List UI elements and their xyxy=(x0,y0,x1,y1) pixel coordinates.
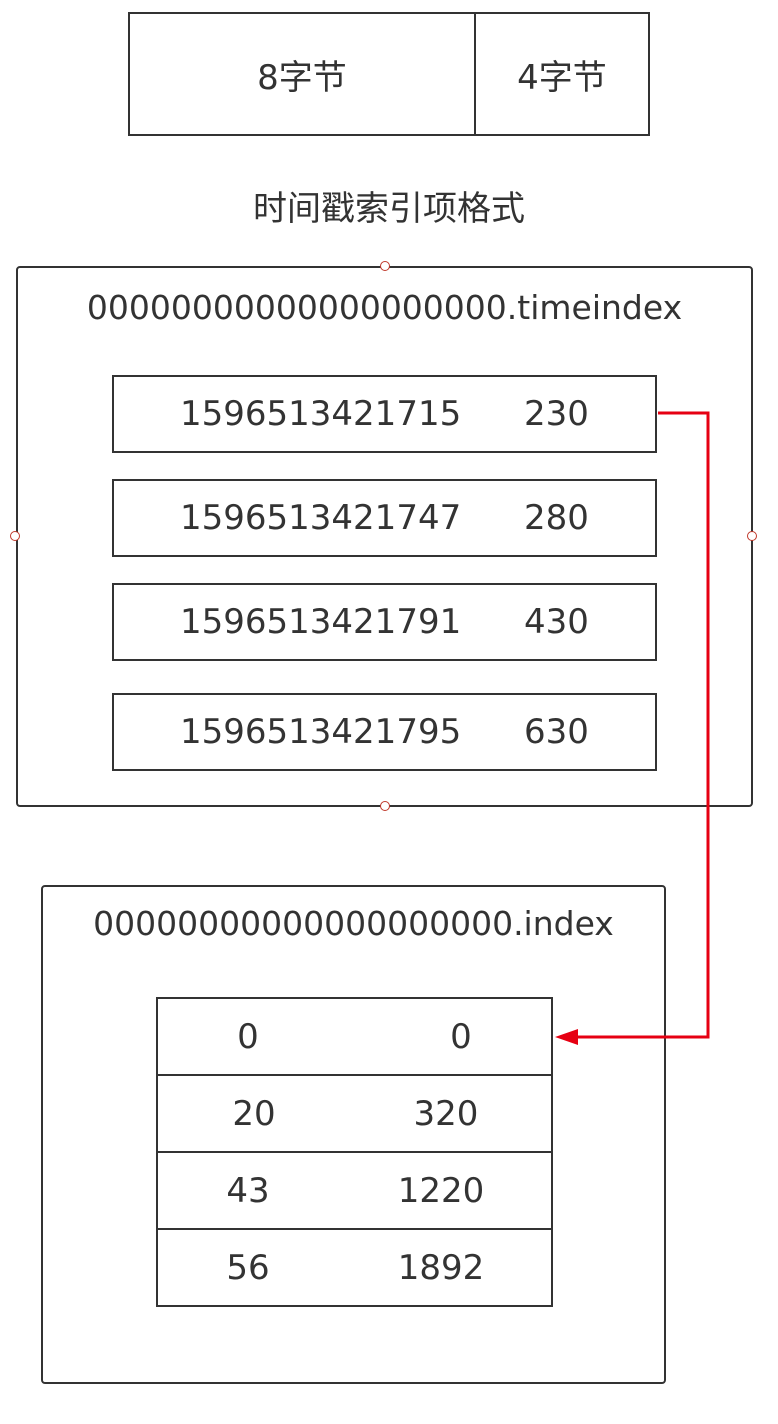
index-entry: 43 1220 xyxy=(156,1153,553,1230)
index-filename: 00000000000000000000.index xyxy=(41,900,666,948)
index-filename-text: 00000000000000000000.index xyxy=(93,904,614,943)
index-file-box xyxy=(41,885,666,1384)
timeindex-entry: 1596513421715 230 xyxy=(112,375,657,453)
timeindex-timestamp: 1596513421747 xyxy=(180,498,462,538)
index-physical-position: 1892 xyxy=(397,1247,485,1288)
timeindex-entry: 1596513421791 430 xyxy=(112,583,657,661)
timeindex-entry: 1596513421795 630 xyxy=(112,693,657,771)
timeindex-entry: 1596513421747 280 xyxy=(112,479,657,557)
timeindex-timestamp: 1596513421795 xyxy=(180,712,462,752)
format-cell-label: 4字节 xyxy=(517,57,607,98)
timeindex-offset: 280 xyxy=(524,498,589,538)
timeindex-timestamp: 1596513421715 xyxy=(180,394,462,434)
arrow-head-icon xyxy=(555,1029,578,1045)
index-relative-offset: 56 xyxy=(226,1247,270,1288)
format-cell-8-bytes: 8字节 xyxy=(128,12,476,136)
resize-handle-right[interactable] xyxy=(747,531,757,541)
format-caption-text: 时间戳索引项格式 xyxy=(253,188,525,229)
connector-line xyxy=(576,411,710,1039)
timeindex-timestamp: 1596513421791 xyxy=(180,602,462,642)
index-entry: 56 1892 xyxy=(156,1230,553,1307)
index-physical-position: 0 xyxy=(450,1016,472,1057)
timeindex-filename: 00000000000000000000.timeindex xyxy=(16,284,753,332)
resize-handle-top[interactable] xyxy=(380,261,390,271)
format-caption: 时间戳索引项格式 xyxy=(128,180,650,230)
timeindex-offset: 430 xyxy=(524,602,589,642)
index-relative-offset: 20 xyxy=(232,1093,276,1134)
index-physical-position: 1220 xyxy=(397,1170,485,1211)
format-cell-label: 8字节 xyxy=(257,57,347,98)
index-relative-offset: 0 xyxy=(237,1016,259,1057)
index-entry: 20 320 xyxy=(156,1076,553,1153)
resize-handle-left[interactable] xyxy=(10,531,20,541)
format-cell-4-bytes: 4字节 xyxy=(474,12,650,136)
index-entry: 0 0 xyxy=(156,997,553,1076)
timeindex-offset: 630 xyxy=(524,712,589,752)
index-relative-offset: 43 xyxy=(226,1170,270,1211)
resize-handle-bottom[interactable] xyxy=(380,801,390,811)
index-physical-position: 320 xyxy=(413,1093,479,1134)
timeindex-offset: 230 xyxy=(524,394,589,434)
timeindex-filename-text: 00000000000000000000.timeindex xyxy=(86,288,683,327)
